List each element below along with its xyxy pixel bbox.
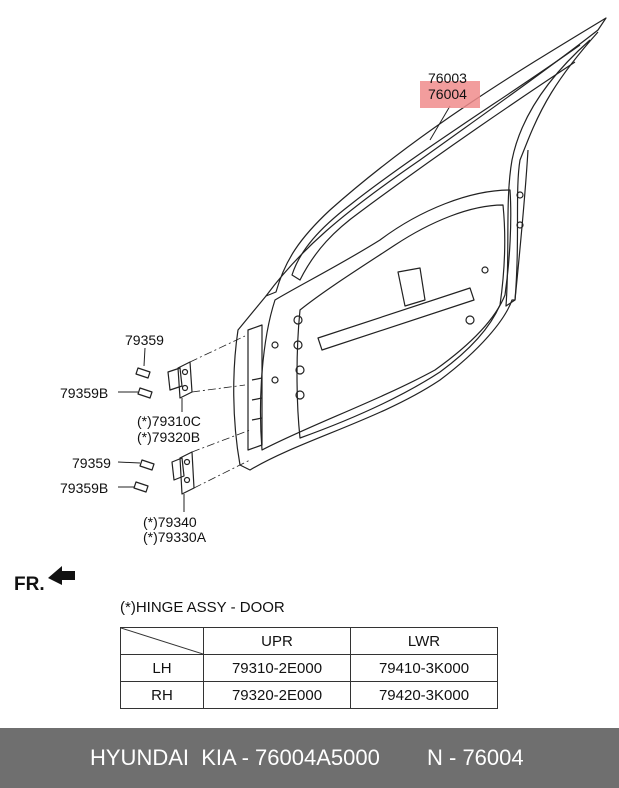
table-header-row: UPR LWR	[120, 627, 498, 655]
table-cell: LH	[120, 654, 204, 682]
footer-code: N - 76004	[427, 745, 524, 770]
label-hinge-lower-2: (*)79330A	[143, 529, 207, 545]
table-cell: 79310-2E000	[203, 654, 351, 682]
front-direction-label: FR.	[14, 574, 45, 595]
table-cell: RH	[120, 681, 204, 709]
bolt-upper-79359	[135, 367, 151, 379]
table-cell: 79410-3K000	[350, 654, 498, 682]
hinge-note: (*)HINGE ASSY - DOOR	[120, 599, 285, 616]
leader-76004	[429, 105, 451, 141]
bolt-upper-79359b	[137, 387, 153, 399]
diagonal-line	[121, 628, 203, 654]
label-76004: 76004	[428, 86, 467, 102]
footer-bar: HYUNDAI KIA - 76004A5000 N - 76004	[0, 728, 619, 788]
label-bolt-upper-b: 79359B	[60, 385, 109, 401]
door-panel-inner	[259, 189, 512, 451]
table-row: LH 79310-2E000 79410-3K000	[120, 654, 498, 682]
door-panel	[233, 149, 529, 471]
footer-brand-part: HYUNDAI KIA - 76004A5000	[90, 745, 380, 770]
table-header-upr: UPR	[203, 627, 351, 655]
table-cell: 79320-2E000	[203, 681, 351, 709]
regulator-bracket	[397, 267, 426, 307]
bolt-lower-79359b	[133, 481, 149, 493]
label-bolt-lower-b: 79359B	[60, 480, 109, 496]
table-corner-cell	[120, 627, 204, 655]
bolt-lower-79359	[139, 459, 155, 471]
label-bolt-upper: 79359	[125, 332, 164, 348]
table-cell: 79420-3K000	[350, 681, 498, 709]
hinge-table: UPR LWR LH 79310-2E000 79410-3K000 RH 79…	[120, 627, 498, 709]
impact-beam	[317, 287, 475, 351]
door-front-edge	[247, 324, 263, 451]
upper-hinge	[167, 361, 193, 399]
highlight-76004	[420, 81, 480, 108]
lower-hinge	[171, 451, 195, 495]
label-76003: 76003	[428, 70, 467, 86]
door-opening	[296, 204, 506, 439]
label-bolt-lower: 79359	[72, 455, 111, 471]
door-diagram	[48, 17, 607, 585]
label-hinge-lower-1: (*)79340	[143, 514, 197, 530]
table-row: RH 79320-2E000 79420-3K000	[120, 681, 498, 709]
door-frame-inner	[505, 31, 599, 307]
window-sash	[291, 44, 581, 281]
fr-arrow-icon	[48, 566, 75, 585]
label-hinge-upper-2: (*)79320B	[137, 429, 201, 445]
label-hinge-upper-1: (*)79310C	[137, 413, 201, 429]
table-header-lwr: LWR	[350, 627, 498, 655]
